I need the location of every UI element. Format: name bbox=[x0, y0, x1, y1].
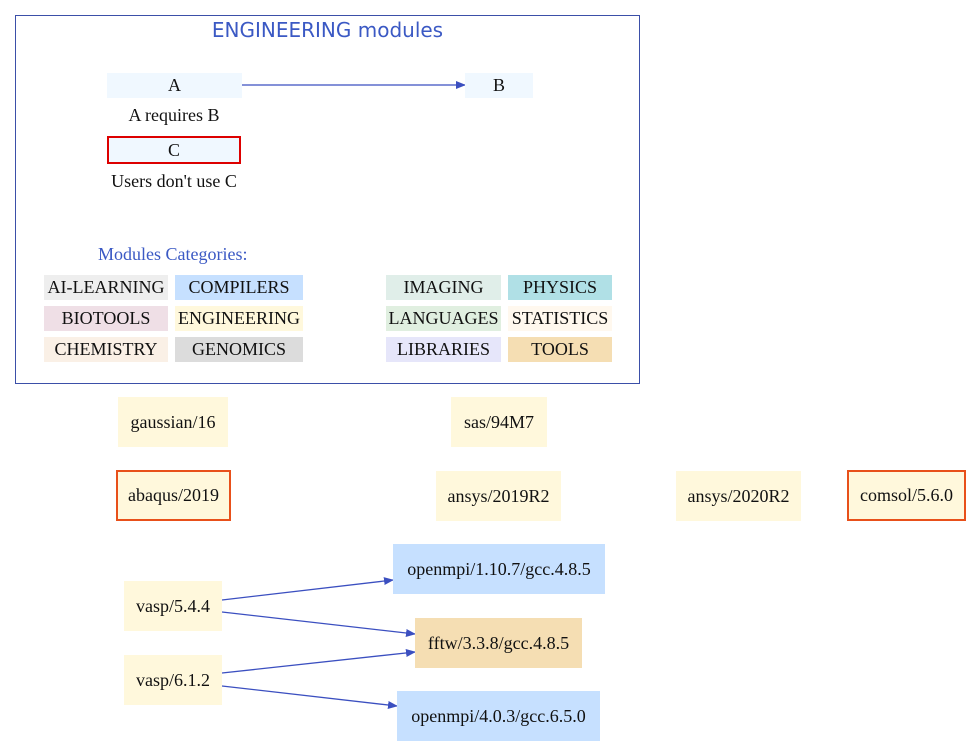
module-openmpi-4-0-3[interactable]: openmpi/4.0.3/gcc.6.5.0 bbox=[397, 691, 600, 741]
edge-vasp544-to-openmpi1 bbox=[221, 577, 394, 601]
example-node-b[interactable]: B bbox=[465, 73, 533, 98]
category-statistics: STATISTICS bbox=[508, 306, 612, 331]
edge-vasp612-to-fftw bbox=[221, 648, 416, 674]
category-compilers: COMPILERS bbox=[175, 275, 303, 300]
module-openmpi-1-10-7[interactable]: openmpi/1.10.7/gcc.4.8.5 bbox=[393, 544, 605, 594]
category-biotools: BIOTOOLS bbox=[44, 306, 168, 331]
example-node-c[interactable]: C bbox=[107, 136, 241, 164]
category-libraries: LIBRARIES bbox=[386, 337, 501, 362]
legend-frame bbox=[15, 15, 640, 384]
module-vasp-6-1-2[interactable]: vasp/6.1.2 bbox=[124, 655, 222, 705]
module-abaqus-2019[interactable]: abaqus/2019 bbox=[116, 470, 231, 521]
caption-requires: A requires B bbox=[128, 105, 220, 125]
module-comsol-5-6-0[interactable]: comsol/5.6.0 bbox=[847, 470, 966, 521]
category-ai-learning: AI-LEARNING bbox=[44, 275, 168, 300]
module-sas-94m7[interactable]: sas/94M7 bbox=[451, 397, 547, 447]
module-fftw-3-3-8[interactable]: fftw/3.3.8/gcc.4.8.5 bbox=[415, 618, 582, 668]
module-ansys-2020r2[interactable]: ansys/2020R2 bbox=[676, 471, 801, 521]
module-vasp-5-4-4[interactable]: vasp/5.4.4 bbox=[124, 581, 222, 631]
module-gaussian-16[interactable]: gaussian/16 bbox=[118, 397, 228, 447]
categories-title: Modules Categories: bbox=[98, 244, 248, 264]
category-tools: TOOLS bbox=[508, 337, 612, 362]
caption-unused: Users don't use C bbox=[111, 171, 237, 191]
edge-vasp544-to-fftw bbox=[221, 611, 416, 637]
category-genomics: GENOMICS bbox=[175, 337, 303, 362]
category-languages: LANGUAGES bbox=[386, 306, 501, 331]
category-physics: PHYSICS bbox=[508, 275, 612, 300]
module-ansys-2019r2[interactable]: ansys/2019R2 bbox=[436, 471, 561, 521]
example-node-a[interactable]: A bbox=[107, 73, 242, 98]
category-imaging: IMAGING bbox=[386, 275, 501, 300]
legend-title: ENGINEERING modules bbox=[211, 18, 444, 42]
edge-vasp612-to-openmpi4 bbox=[221, 685, 398, 709]
category-engineering: ENGINEERING bbox=[175, 306, 303, 331]
category-chemistry: CHEMISTRY bbox=[44, 337, 168, 362]
